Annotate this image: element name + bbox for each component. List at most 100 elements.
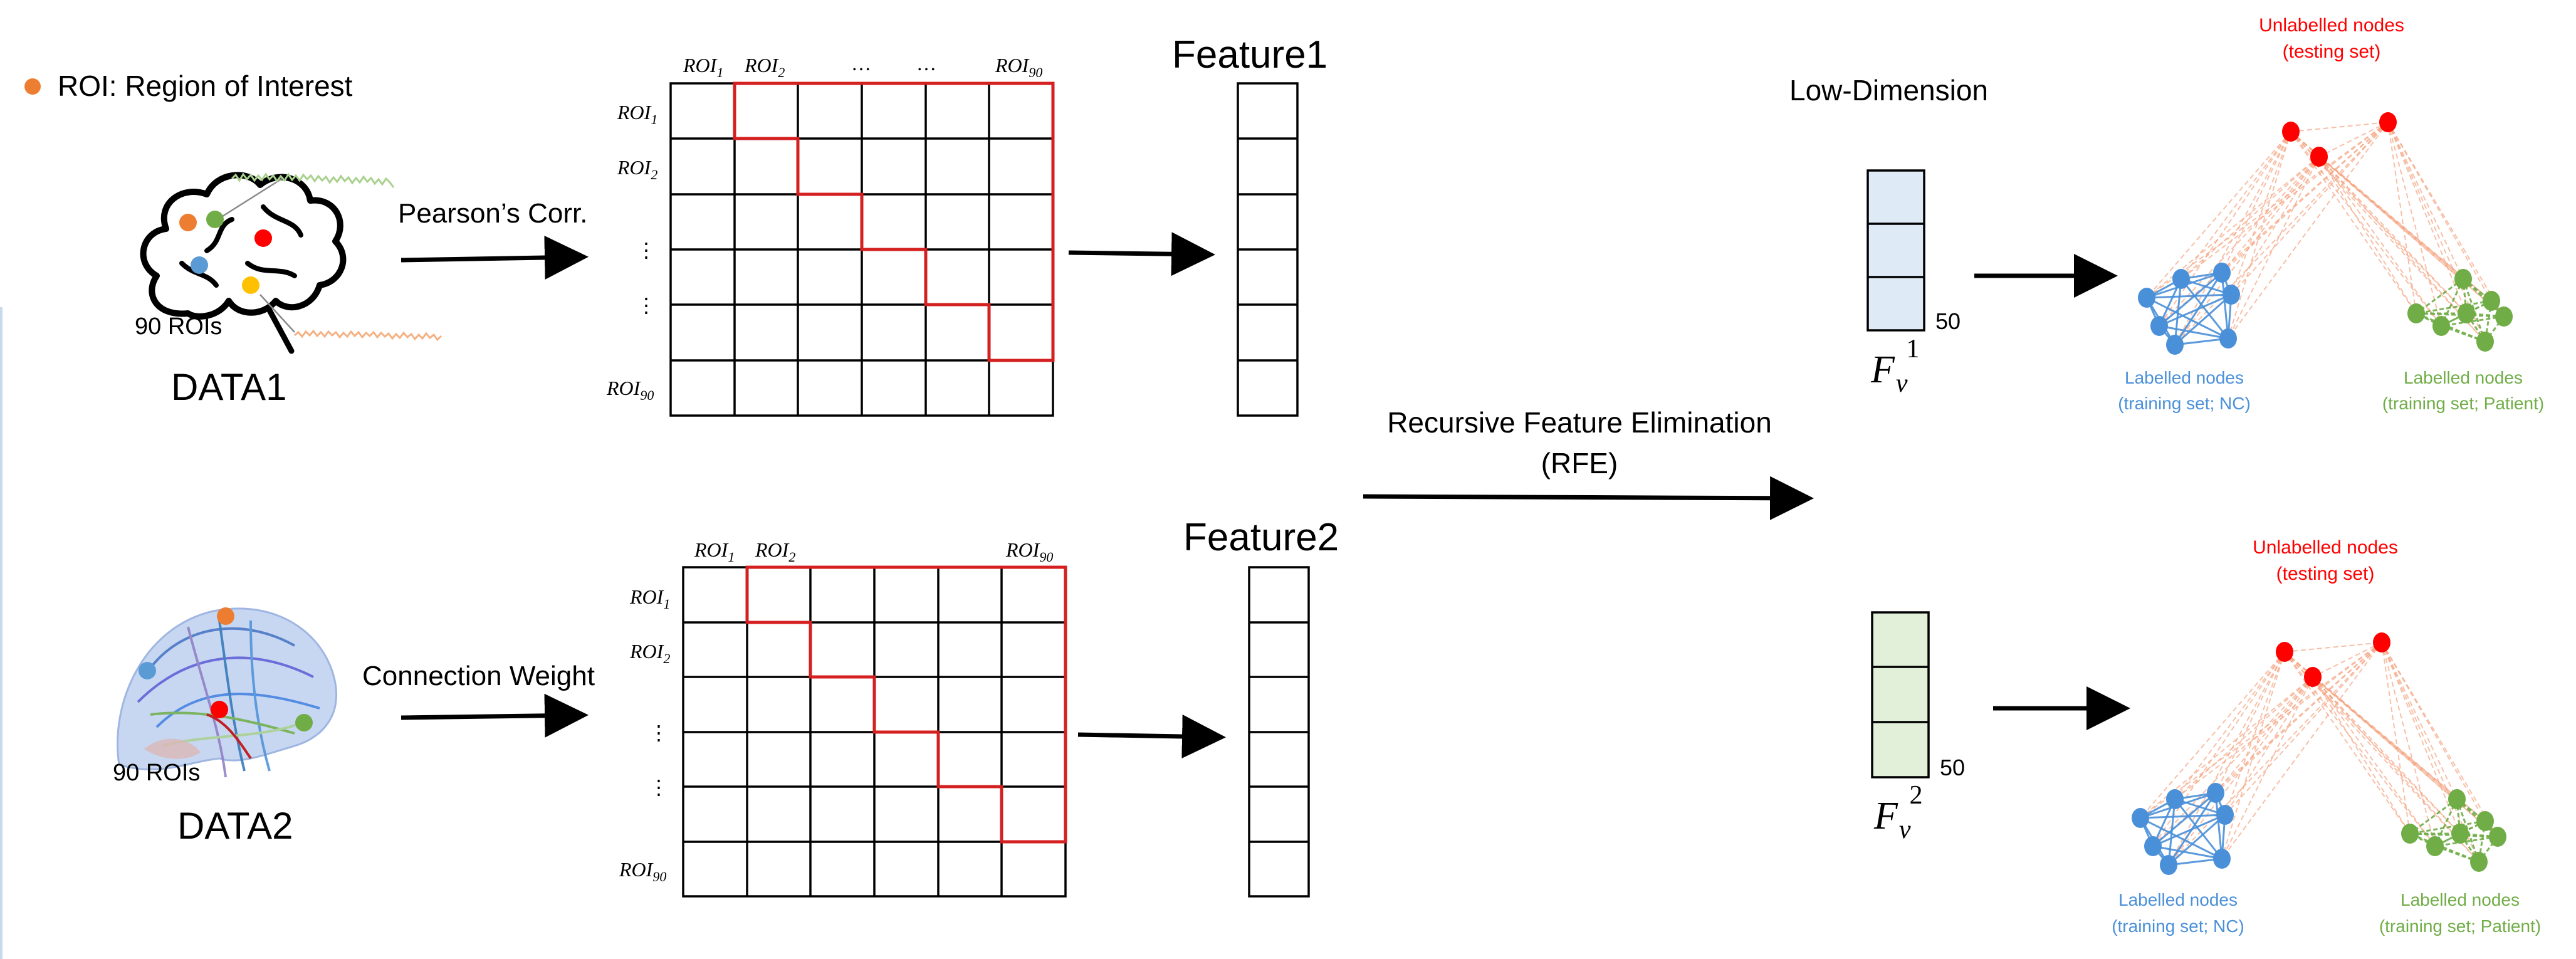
graph1-nc-subtitle: (training set; NC) xyxy=(2118,394,2251,413)
roi-dot-orange-icon xyxy=(179,214,197,231)
graph-edge xyxy=(2140,642,2382,819)
roi-timeseries-signals xyxy=(222,172,442,342)
graph-edge-patient xyxy=(2478,836,2499,862)
graph-edge xyxy=(2174,131,2291,345)
data2-rois-label: 90 ROIs xyxy=(113,760,200,786)
feature2-vector xyxy=(1248,566,1310,898)
graph-edge xyxy=(2284,642,2382,652)
data1-row-ellipsis-b: ⋮ xyxy=(636,294,656,317)
graph-edge xyxy=(2312,676,2479,862)
data1-method-arrow xyxy=(401,235,589,280)
unlabelled-node xyxy=(2373,632,2390,652)
nc-node xyxy=(2213,849,2231,869)
data1-row-label-roi2: ROI2 xyxy=(617,156,657,182)
data2-tractography-brain-icon xyxy=(117,607,337,778)
low-dim-vector-2-size: 50 xyxy=(1940,755,1965,780)
data2-col-label-roi2: ROI2 xyxy=(755,538,795,565)
graph-edge xyxy=(2312,676,2411,834)
patient-node xyxy=(2483,291,2500,311)
feature1-title: Feature1 xyxy=(1172,33,1327,76)
data1-row-ellipsis-a: ⋮ xyxy=(636,239,656,261)
nc-node xyxy=(2166,789,2184,809)
graph-edge-nc xyxy=(2140,817,2223,860)
graph-edge xyxy=(2284,651,2479,862)
graph2-patient-title: Labelled nodes xyxy=(2401,890,2520,909)
graph-edge xyxy=(2284,651,2313,678)
roi-dot-orange-icon-2 xyxy=(217,607,234,625)
graph-edge xyxy=(2140,676,2313,819)
graph1-unlabelled-title: Unlabelled nodes xyxy=(2259,15,2404,36)
graph-edge xyxy=(2290,122,2389,132)
patient-node xyxy=(2476,811,2494,831)
graph-edge xyxy=(2381,642,2458,800)
graph-edge xyxy=(2290,131,2505,317)
graph-edge xyxy=(2284,651,2498,837)
data1-rois-label: 90 ROIs xyxy=(135,313,222,340)
nc-node xyxy=(2172,269,2190,289)
data1-correlation-matrix xyxy=(669,81,1055,417)
graph-edge xyxy=(2181,122,2389,280)
low-dim-vector-2 xyxy=(1871,611,1930,778)
graph-edge-nc xyxy=(2180,278,2229,339)
low-dim-vector-2-label: Fv2 xyxy=(1873,781,1923,844)
graph-edge xyxy=(2387,122,2505,317)
graph-edge xyxy=(2174,651,2285,800)
graph-edge xyxy=(2228,122,2389,339)
graph-edge xyxy=(2290,131,2486,342)
data1-to-feature-arrow xyxy=(1068,232,1215,276)
graph-edge xyxy=(2387,122,2442,327)
roi-dot-yellow-icon xyxy=(242,276,259,294)
graph-edge xyxy=(2318,156,2417,314)
graph-edge xyxy=(2221,642,2382,859)
graph1-patient-title: Labelled nodes xyxy=(2404,368,2523,387)
nc-node xyxy=(2207,783,2224,803)
graph-edge-patient xyxy=(2456,799,2480,862)
data2-col-label-roi1: ROI1 xyxy=(694,538,735,565)
graph-edge xyxy=(2231,122,2389,295)
graph-edge-nc xyxy=(2174,278,2182,345)
graph-edge-nc xyxy=(2214,792,2223,859)
patient-node xyxy=(2407,303,2425,323)
graph-edge xyxy=(2312,642,2382,678)
nc-node xyxy=(2144,836,2162,856)
nc-node xyxy=(2216,805,2234,825)
graph-edge-nc xyxy=(2152,814,2226,847)
data1-method-label: Pearson’s Corr. xyxy=(398,198,587,229)
rfe-label-line1: Recursive Feature Elimination xyxy=(1387,406,1772,439)
feature1-vector xyxy=(1237,82,1299,417)
unlabelled-node xyxy=(2276,642,2293,662)
data1-col-label-roi90: ROI90 xyxy=(995,54,1042,80)
rfe-label-line2: (RFE) xyxy=(1541,447,1618,480)
low-dim-vector-1-size: 50 xyxy=(1935,308,1961,334)
patient-node xyxy=(2470,852,2488,872)
low-dim-vector-1 xyxy=(1867,169,1925,332)
data2-row-label-roi1: ROI1 xyxy=(629,585,670,612)
graph1-unlabelled-subtitle: (testing set) xyxy=(2283,41,2381,62)
data1-col-ellipsis-b: … xyxy=(916,52,936,75)
graph-edge xyxy=(2215,651,2285,794)
roi-dot-green-icon xyxy=(206,211,224,228)
patient-node xyxy=(2476,332,2494,352)
nc-node xyxy=(2166,335,2184,355)
graph2-unlabelled-title: Unlabelled nodes xyxy=(2253,537,2398,558)
data1-col-ellipsis-a: … xyxy=(851,52,871,75)
data1-upper-triangle-highlight xyxy=(733,81,1055,362)
unlabelled-node xyxy=(2282,122,2300,142)
patient-node xyxy=(2448,789,2466,809)
graph-edge xyxy=(2221,676,2313,859)
graph-edge xyxy=(2231,156,2320,295)
graph2-unlabelled-subtitle: (testing set) xyxy=(2276,563,2375,584)
patient-node xyxy=(2401,824,2419,844)
graph-edge xyxy=(2224,676,2313,815)
graph-edge xyxy=(2215,676,2313,794)
graph1-patient-subtitle: (training set; Patient) xyxy=(2382,394,2544,413)
graph-edge-nc xyxy=(2167,799,2176,866)
patient-node xyxy=(2495,307,2513,327)
graph-edge xyxy=(2146,122,2389,298)
graph-edge xyxy=(2228,156,2320,339)
roi-dot-red-icon xyxy=(254,229,272,247)
feature2-title: Feature2 xyxy=(1183,516,1339,559)
graph-edge xyxy=(2168,642,2382,866)
graph-edge xyxy=(2174,156,2320,345)
patient-node xyxy=(2432,316,2450,336)
